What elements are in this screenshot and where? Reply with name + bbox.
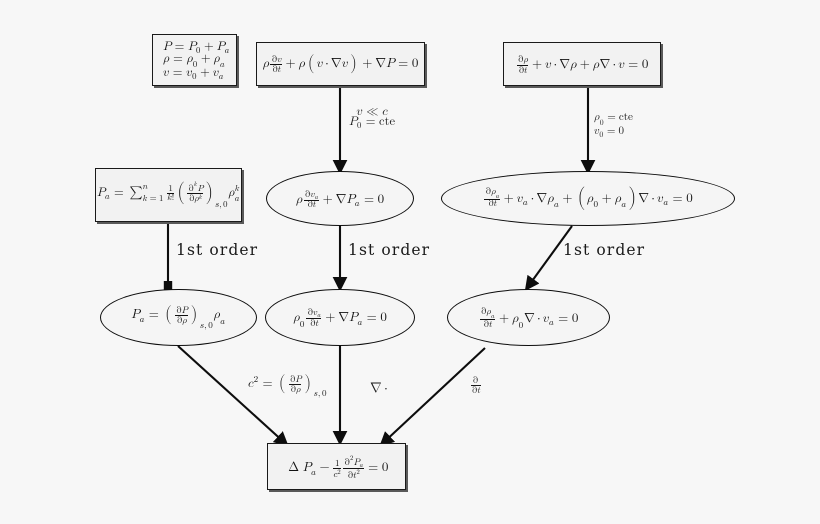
continuity-first-order-ellipse: ∂ρa∂t +ρ0∇· va=0 ∂ρₐ/∂t + ρ₀∇ · vₐ = 0	[447, 289, 610, 346]
first-order-label-right: 1st order	[563, 241, 646, 259]
divergence-label: ∇· ∇·	[370, 381, 388, 395]
sound-speed-label: c2= (∂P∂ρ)s,0 c² = (∂P/∂ρ)_{s,0}	[248, 374, 327, 399]
first-order-label-left: 1st order	[176, 241, 259, 259]
momentum-assumptions-label: v≪c P0=cte v ≪ c ; P₀ = cte	[349, 106, 396, 131]
state-first-order-ellipse: Pa= (∂P∂ρ)s,0 ρa Pₐ = (∂P/∂ρ)_{s,0} ρₐ	[100, 289, 257, 346]
acoustic-wave-equation-box: ΔPa− 1c2 ∂2Pa∂t2 =0 ΔPₐ − (1/c²) ∂²Pₐ/∂t…	[267, 443, 406, 490]
momentum-first-order-ellipse: ρ0∂va∂t +∇Pa=0 ρ₀ ∂vₐ/∂t + ∇Pₐ = 0	[265, 289, 415, 346]
taylor-expansion-box: Pa= ∑k=1n 1k! (∂kP∂ρk)s,0 ρak Pₐ = Σ (k=…	[95, 168, 242, 222]
edge-continuity-first-to-wave	[379, 347, 486, 447]
continuity-perturbed-ellipse: ∂ρa∂t +va·∇ρa +(ρ0+ρa) ∇·va=0 ∂ρₐ/∂t + v…	[441, 171, 735, 226]
perturbation-decomposition-box: P=P0+Pa ρ=ρ0+ρa v=v0+va P = P₀ + Pₐ ; ρ …	[152, 34, 237, 86]
first-order-label-middle: 1st order	[348, 241, 431, 259]
euler-momentum-box: ρ∂v∂t +ρ(v·∇v) +∇P=0 ρ ∂v/∂t + ρ(v · ∇v)…	[256, 42, 425, 86]
time-derivative-label: ∂∂t ∂/∂t	[472, 375, 481, 395]
continuity-box: ∂ρ∂t +v·∇ρ +ρ∇·v=0 ∂ρ/∂t + v · ∇ρ + ρ∇ ·…	[503, 42, 661, 86]
momentum-perturbed-ellipse: ρ∂va∂t +∇Pa=0 ρ ∂vₐ/∂t + ∇Pₐ = 0	[266, 171, 414, 226]
continuity-assumptions-label: ρ0=cte v0=0 ρ₀ = cte ; v₀ = 0	[594, 112, 633, 139]
